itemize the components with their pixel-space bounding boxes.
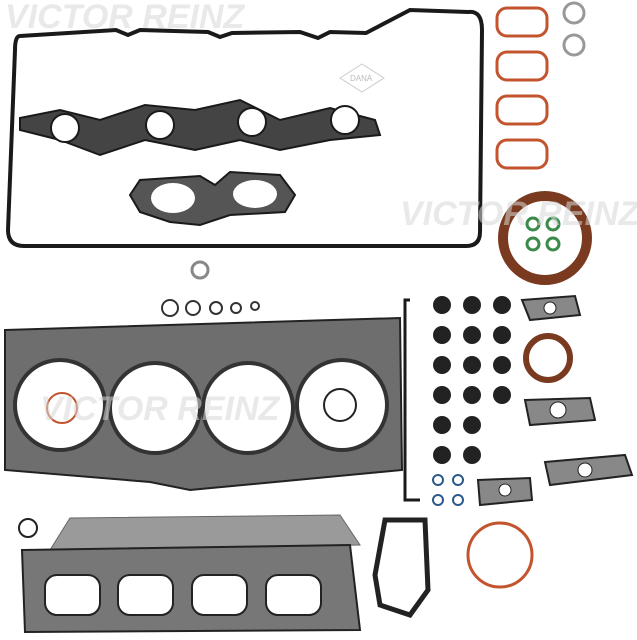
heat-shield [49,514,361,551]
plug-tube-gasket [19,98,382,157]
dana-logo: DANA [339,63,385,93]
watermark-brand: VICTOR REINZ [5,0,246,36]
watermark-brand: VICTOR REINZ [400,195,637,233]
svg-text:DANA: DANA [350,74,373,83]
egr-gasket [372,517,431,618]
valve-cover-gasket [5,7,485,248]
watermark-brand: VICTOR REINZ [40,390,281,428]
